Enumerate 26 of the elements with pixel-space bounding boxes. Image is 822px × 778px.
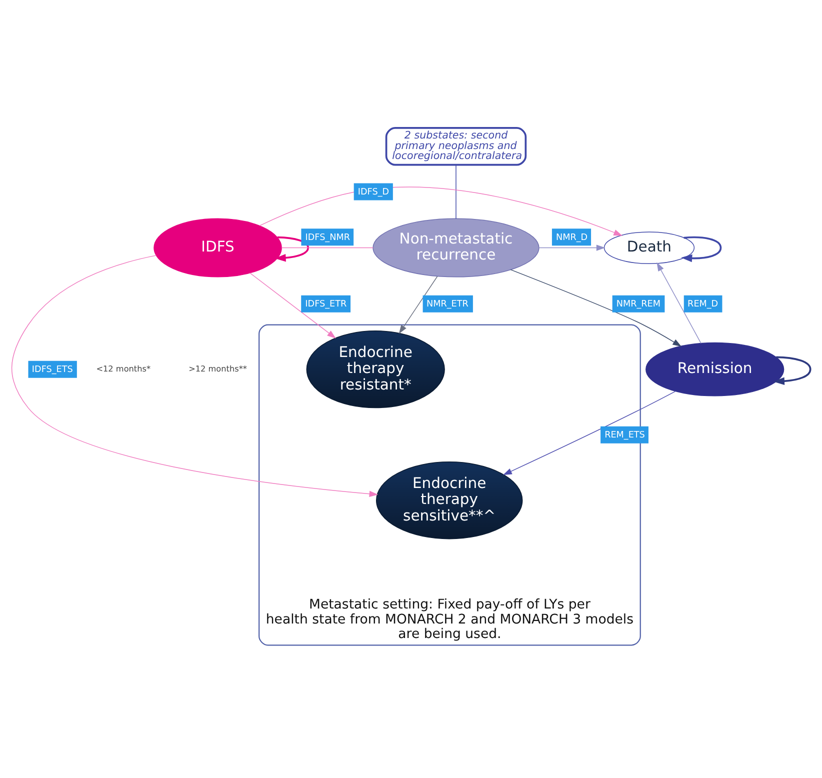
node-box: 2 substates: second primary neoplasms and locoregional/contralatera — [385, 126, 527, 166]
arrow — [773, 356, 812, 385]
edge-label: NMR_D — [556, 232, 588, 242]
node-ellipse: Non-metastatic recurrence — [372, 218, 540, 277]
edge-label: NMR_ETR — [426, 298, 468, 309]
arrow — [398, 276, 438, 334]
arrow — [503, 390, 676, 475]
edge-label: NMR_REM — [616, 298, 660, 309]
node-ellipse: Endocrine therapy sensitive**^ — [376, 461, 523, 539]
arrow — [681, 236, 722, 262]
arrow — [259, 186, 623, 236]
arrow — [250, 272, 336, 338]
edge-label: IDFS_ETS — [32, 364, 73, 374]
edge-label: IDFS_D — [358, 186, 390, 197]
arrow — [656, 262, 702, 344]
edge-label: IDFS_NMR — [305, 232, 350, 242]
arrow — [274, 236, 310, 262]
arrow — [11, 254, 378, 496]
node-ellipse: IDFS — [154, 218, 282, 277]
edge-label: REM_D — [688, 298, 718, 309]
arrow — [538, 244, 606, 250]
edge-label: IDFS_ETR — [305, 298, 347, 309]
label: <12 months* — [96, 362, 151, 373]
arrow — [510, 268, 682, 346]
connector — [281, 246, 374, 248]
label: >12 months** — [188, 362, 247, 373]
